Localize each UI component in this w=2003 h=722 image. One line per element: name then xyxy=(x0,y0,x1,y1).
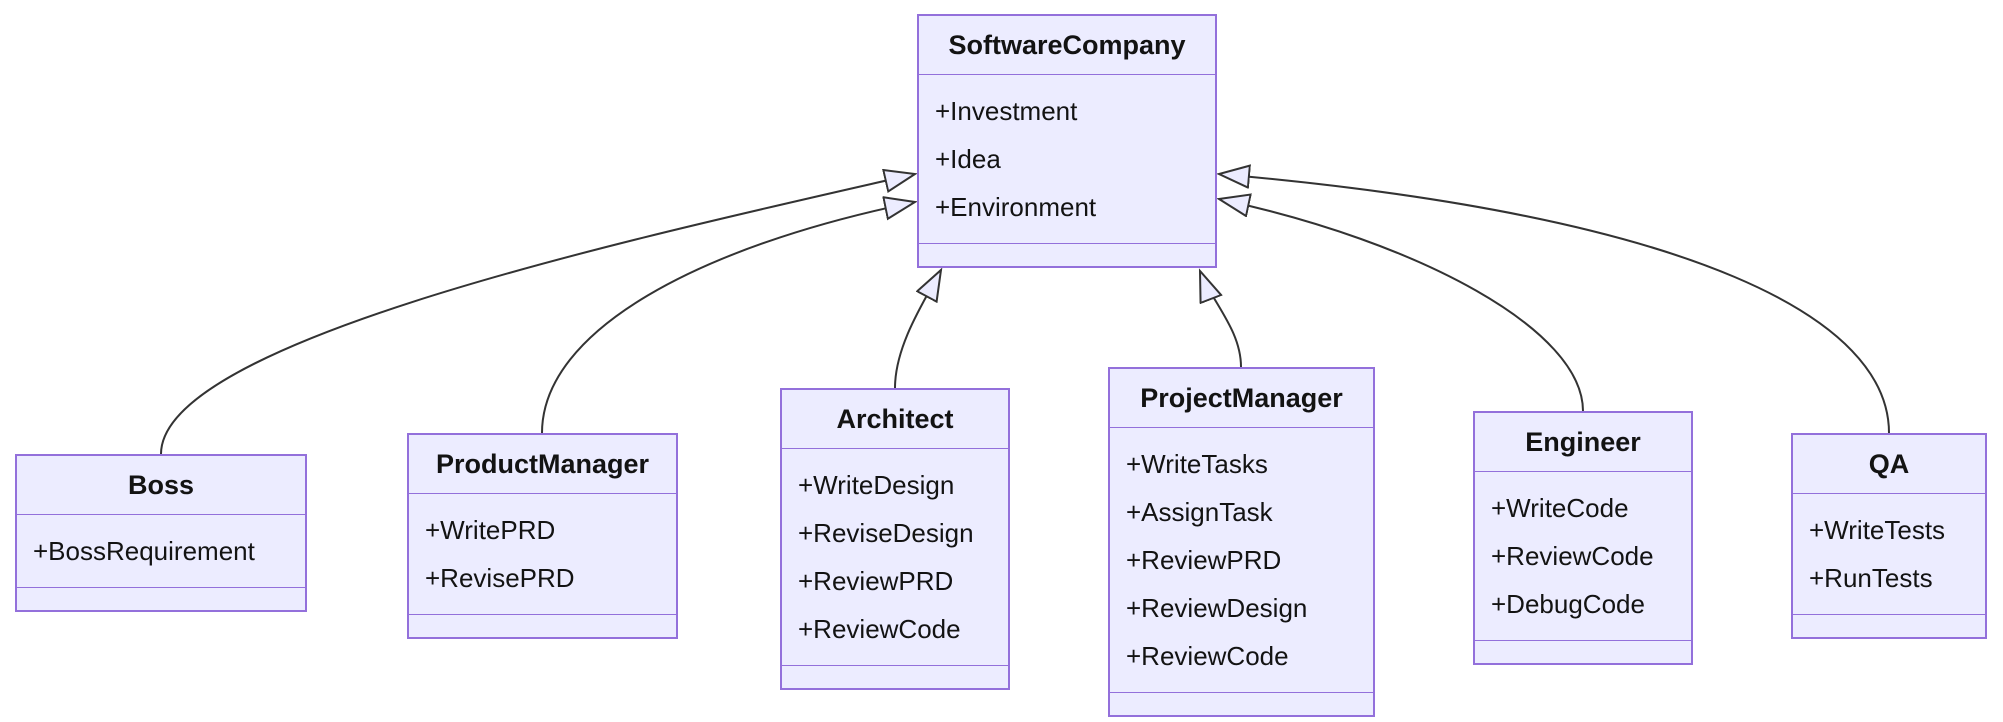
class-attribute: +Idea xyxy=(935,144,1001,174)
class-attribute: +ReviewCode xyxy=(1491,541,1654,571)
class-attributes: +Investment +Idea +Environment xyxy=(919,75,1215,243)
class-attribute: +WriteTasks xyxy=(1126,449,1268,479)
class-box-boss: Boss +BossRequirement xyxy=(15,454,307,612)
inheritance-edge-qa xyxy=(1219,174,1890,434)
class-attribute: +WritePRD xyxy=(425,515,556,545)
class-attribute: +ReviewDesign xyxy=(1126,593,1308,623)
class-attribute: +BossRequirement xyxy=(33,536,255,566)
class-attribute: +WriteCode xyxy=(1491,493,1629,523)
class-methods-empty xyxy=(17,587,305,610)
class-attribute: +ReviseDesign xyxy=(798,518,974,548)
class-attribute: +WriteTests xyxy=(1809,515,1946,545)
class-title: Architect xyxy=(782,390,1008,449)
class-methods-empty xyxy=(409,614,676,637)
class-title: QA xyxy=(1793,435,1985,494)
class-attribute: +RevisePRD xyxy=(425,563,575,593)
class-title: Boss xyxy=(17,456,305,515)
class-title: SoftwareCompany xyxy=(919,16,1215,75)
inheritance-edge-projectmanager xyxy=(1200,271,1242,368)
class-attribute: +ReviewPRD xyxy=(1126,545,1282,575)
class-box-projectmanager: ProjectManager +WriteTasks +AssignTask +… xyxy=(1108,367,1375,717)
class-box-engineer: Engineer +WriteCode +ReviewCode +DebugCo… xyxy=(1473,411,1693,665)
inheritance-edge-architect xyxy=(894,270,941,389)
inheritance-edge-boss xyxy=(160,174,915,455)
class-attribute: +ReviewCode xyxy=(1126,641,1289,671)
class-title: Engineer xyxy=(1475,413,1691,472)
class-title: ProductManager xyxy=(409,435,676,494)
class-box-architect: Architect +WriteDesign +ReviseDesign +Re… xyxy=(780,388,1010,690)
class-attribute: +ReviewPRD xyxy=(798,566,954,596)
class-attributes: +WriteTests +RunTests xyxy=(1793,494,1985,614)
class-attribute: +Investment xyxy=(935,96,1078,126)
class-attribute: +WriteDesign xyxy=(798,470,955,500)
class-methods-empty xyxy=(782,665,1008,688)
class-attributes: +BossRequirement xyxy=(17,515,305,587)
class-box-qa: QA +WriteTests +RunTests xyxy=(1791,433,1987,639)
class-methods-empty xyxy=(1793,614,1985,637)
class-attribute: +DebugCode xyxy=(1491,589,1645,619)
class-attribute: +RunTests xyxy=(1809,563,1933,593)
inheritance-edge-engineer xyxy=(1219,199,1584,412)
class-box-productmanager: ProductManager +WritePRD +RevisePRD xyxy=(407,433,678,639)
class-attributes: +WriteTasks +AssignTask +ReviewPRD +Revi… xyxy=(1110,428,1373,692)
class-methods-empty xyxy=(1475,640,1691,663)
inheritance-edge-productmanager xyxy=(541,202,915,434)
class-box-softwarecompany: SoftwareCompany +Investment +Idea +Envir… xyxy=(917,14,1217,268)
class-attributes: +WriteDesign +ReviseDesign +ReviewPRD +R… xyxy=(782,449,1008,665)
class-methods-empty xyxy=(1110,692,1373,715)
class-attribute: +Environment xyxy=(935,192,1097,222)
class-attribute: +ReviewCode xyxy=(798,614,961,644)
class-attributes: +WritePRD +RevisePRD xyxy=(409,494,676,614)
class-title: ProjectManager xyxy=(1110,369,1373,428)
class-methods-empty xyxy=(919,243,1215,266)
class-attributes: +WriteCode +ReviewCode +DebugCode xyxy=(1475,472,1691,640)
class-attribute: +AssignTask xyxy=(1126,497,1273,527)
